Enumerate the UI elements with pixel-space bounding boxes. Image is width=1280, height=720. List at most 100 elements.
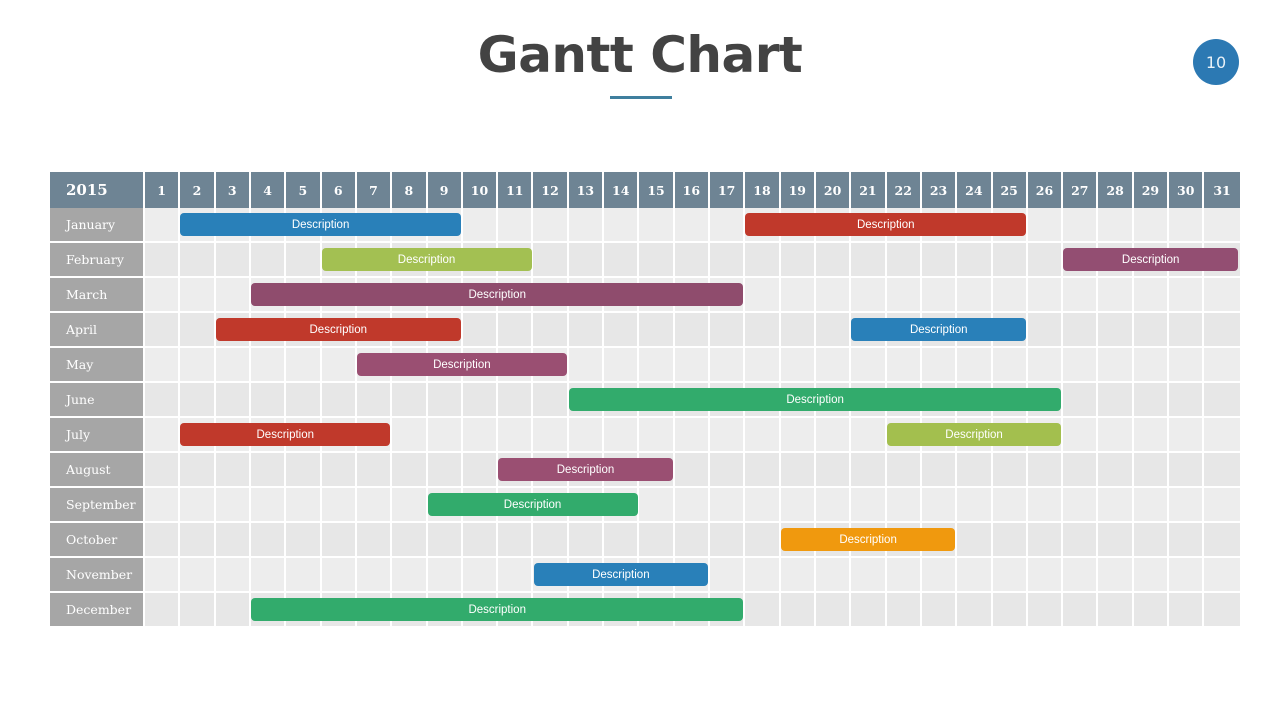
gantt-bar[interactable]: Description	[180, 213, 461, 236]
gantt-month-label-march: March	[50, 278, 145, 313]
gantt-grid-cell	[357, 488, 393, 521]
gantt-grid-cell	[1169, 558, 1205, 591]
gantt-day-header-15: 15	[639, 172, 675, 208]
gantt-grid-cell	[781, 243, 816, 276]
gantt-day-header-5: 5	[286, 172, 322, 208]
gantt-grid-cell	[639, 523, 675, 556]
gantt-grid-cell	[957, 243, 993, 276]
gantt-grid-cell	[675, 523, 710, 556]
gantt-bar-label: Description	[433, 358, 491, 371]
gantt-grid-cell	[639, 488, 675, 521]
gantt-grid-cell	[745, 278, 781, 311]
gantt-bar-label: Description	[256, 428, 315, 441]
gantt-grid-cell	[993, 558, 1028, 591]
gantt-track-july: Description Description	[145, 418, 1240, 453]
gantt-bar[interactable]: Description	[851, 318, 1027, 341]
gantt-grid-cell	[710, 558, 746, 591]
gantt-bar[interactable]: Description	[886, 423, 1062, 446]
gantt-grid-cell	[498, 418, 534, 451]
gantt-grid-cell	[569, 348, 605, 381]
gantt-track-august: Description	[145, 453, 1240, 488]
gantt-grid-cell	[675, 313, 710, 346]
gantt-bar[interactable]: Description	[321, 248, 532, 271]
gantt-grid-cell	[216, 593, 251, 626]
gantt-bar-label: Description	[556, 463, 615, 476]
gantt-grid-cell	[957, 278, 993, 311]
gantt-bar[interactable]: Description	[356, 353, 567, 376]
gantt-bar[interactable]: Description	[250, 598, 744, 621]
gantt-grid-cell	[675, 348, 710, 381]
gantt-grid-cell	[251, 453, 287, 486]
gantt-grid-cell	[1063, 278, 1099, 311]
gantt-grid-cell	[286, 523, 322, 556]
gantt-bar[interactable]: Description	[250, 283, 744, 306]
gantt-grid-cell	[1169, 453, 1205, 486]
gantt-grid-cell	[216, 453, 251, 486]
gantt-grid-cell	[781, 418, 816, 451]
gantt-bar[interactable]: Description	[498, 458, 673, 481]
gantt-grid-cell	[1169, 593, 1205, 626]
gantt-bar-label: Description	[1121, 253, 1180, 266]
gantt-month-label-september: September	[50, 488, 145, 523]
title-underline-accent	[610, 96, 672, 99]
gantt-grid-cell	[1204, 453, 1239, 486]
gantt-day-header-29: 29	[1133, 172, 1170, 208]
gantt-row-january: January Description Description	[50, 208, 1240, 243]
gantt-grid-cell	[710, 348, 746, 381]
gantt-grid-cell	[1063, 593, 1099, 626]
gantt-grid-cell	[498, 208, 534, 241]
gantt-bar[interactable]: Description	[745, 213, 1027, 236]
gantt-bar[interactable]: Description	[180, 423, 391, 446]
gantt-grid-cell	[463, 558, 499, 591]
gantt-grid-cell	[1028, 243, 1064, 276]
gantt-grid-cell	[1204, 278, 1239, 311]
gantt-bar[interactable]: Description	[533, 563, 709, 586]
gantt-bar[interactable]: Description	[780, 528, 956, 551]
gantt-grid-cell	[392, 418, 428, 451]
gantt-grid-cell	[887, 488, 922, 521]
gantt-grid-cell	[1204, 313, 1239, 346]
gantt-grid-cell	[357, 383, 393, 416]
gantt-month-label-july: July	[50, 418, 145, 453]
gantt-day-header-13: 13	[568, 172, 605, 208]
gantt-month-label-january: January	[50, 208, 145, 243]
gantt-grid-cell	[1134, 453, 1170, 486]
gantt-grid-cell	[533, 523, 569, 556]
gantt-grid-cell	[781, 348, 816, 381]
gantt-grid-cell	[604, 208, 640, 241]
gantt-grid-cell	[781, 453, 816, 486]
gantt-grid-cell	[1169, 313, 1205, 346]
gantt-grid-cell	[216, 523, 251, 556]
gantt-grid-cell	[1098, 418, 1134, 451]
gantt-grid-cell	[1169, 348, 1205, 381]
gantt-grid-cell	[816, 348, 852, 381]
gantt-grid-cell	[710, 418, 746, 451]
gantt-grid-cell	[675, 243, 710, 276]
gantt-day-header-28: 28	[1098, 172, 1134, 208]
gantt-grid-cell	[816, 488, 852, 521]
gantt-grid-cell	[428, 453, 463, 486]
gantt-grid-cell	[1204, 488, 1239, 521]
gantt-bar-label: Description	[468, 288, 526, 301]
gantt-grid-cell	[604, 348, 640, 381]
gantt-bar[interactable]: Description	[568, 388, 1062, 411]
page-title: Gantt Chart	[477, 26, 803, 84]
gantt-bar[interactable]: Description	[427, 493, 638, 516]
gantt-day-header-18: 18	[745, 172, 781, 208]
gantt-grid-cell	[745, 313, 781, 346]
gantt-grid-cell	[1098, 558, 1134, 591]
gantt-bar[interactable]: Description	[1063, 248, 1238, 271]
gantt-grid-cell	[322, 523, 357, 556]
gantt-grid-cell	[1063, 523, 1099, 556]
gantt-bar[interactable]: Description	[215, 318, 461, 341]
gantt-grid-cell	[216, 348, 251, 381]
gantt-grid-cell	[392, 488, 428, 521]
gantt-grid-cell	[180, 593, 216, 626]
gantt-grid-cell	[887, 348, 922, 381]
gantt-grid-cell	[428, 558, 463, 591]
gantt-day-header-27: 27	[1063, 172, 1099, 208]
